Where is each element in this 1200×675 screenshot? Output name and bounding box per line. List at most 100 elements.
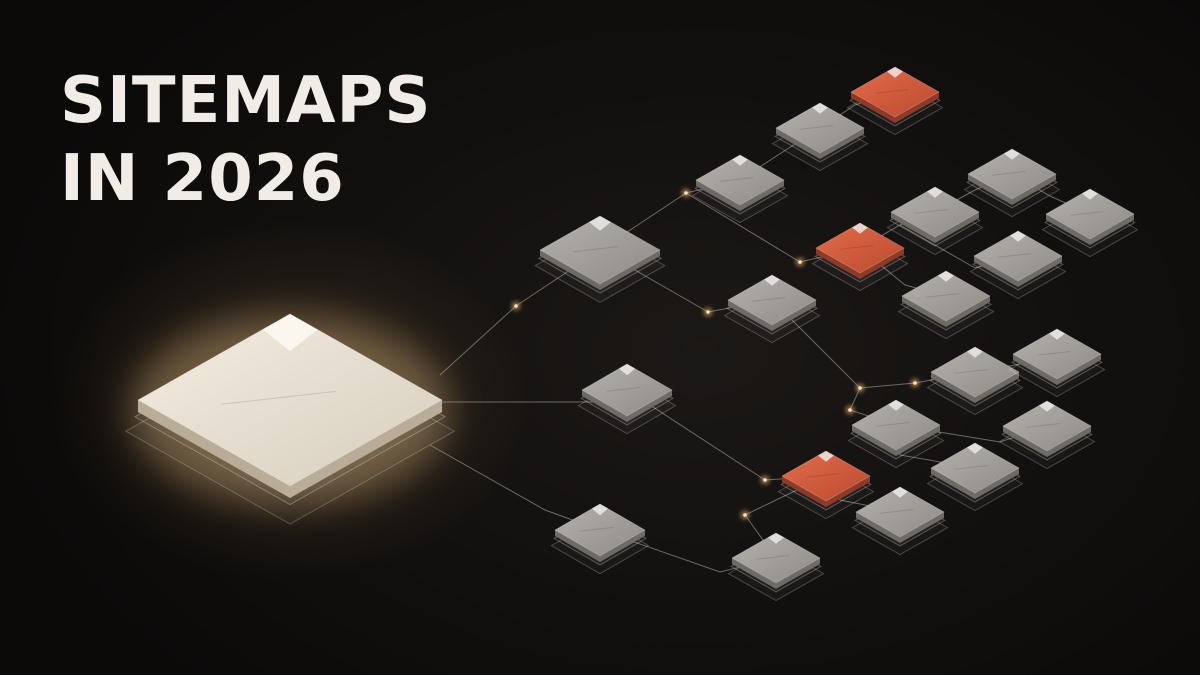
tile-edge xyxy=(931,468,1019,499)
tile-crease xyxy=(1027,423,1061,428)
tile-edge xyxy=(851,92,939,123)
title-line-2: IN 2026 xyxy=(60,142,345,216)
tile-face xyxy=(727,274,817,326)
tile-dog-ear xyxy=(732,155,748,166)
junction-dot xyxy=(743,513,747,517)
junction-dot xyxy=(763,478,767,482)
tile-dog-ear xyxy=(768,533,784,544)
page-tile-icon xyxy=(851,486,949,556)
highlighted-page-icon xyxy=(811,222,909,292)
tile-edge xyxy=(931,372,1019,403)
page-tile-icon xyxy=(926,346,1024,416)
tile-dog-ear xyxy=(262,314,318,352)
tile-edge xyxy=(728,300,816,331)
page-tile-icon xyxy=(897,270,995,340)
tile-face xyxy=(581,363,673,417)
tile-dog-ear xyxy=(967,443,983,454)
page-tile-icon xyxy=(926,442,1024,512)
tile-dog-ear xyxy=(812,103,828,114)
tile-face xyxy=(890,186,980,238)
page-tile-icon xyxy=(1008,328,1106,398)
tile-edge xyxy=(902,296,990,327)
tile-dog-ear xyxy=(852,223,868,234)
tile-face xyxy=(695,154,785,206)
page-tile-icon xyxy=(847,399,945,469)
page-tile-icon xyxy=(998,400,1096,470)
tile-crease xyxy=(955,465,989,470)
tile-face xyxy=(539,215,661,285)
junction-dot xyxy=(514,304,518,308)
tile-crease xyxy=(955,369,989,374)
page-tile-icon xyxy=(550,503,650,575)
tile-edge xyxy=(816,248,904,279)
root-page-icon xyxy=(124,313,456,525)
tile-dog-ear xyxy=(618,364,636,376)
tile-dog-ear xyxy=(1082,189,1098,200)
connector-line xyxy=(429,444,601,531)
page-tile-icon xyxy=(886,186,984,256)
tile-edge xyxy=(856,512,944,543)
highlighted-page-icon xyxy=(846,66,944,136)
junction-dot xyxy=(684,191,688,195)
junction-dot xyxy=(848,408,852,412)
junction-dot xyxy=(858,386,862,390)
page-tile-icon xyxy=(727,532,825,602)
tile-face xyxy=(930,442,1020,494)
tile-dog-ear xyxy=(1049,329,1065,340)
tile-face xyxy=(901,270,991,322)
tile-dog-ear xyxy=(591,504,609,516)
tile-dog-ear xyxy=(818,451,834,462)
tile-edge xyxy=(974,256,1062,287)
tile-face xyxy=(850,66,940,118)
junction-dot xyxy=(913,381,917,385)
tile-crease xyxy=(806,473,840,478)
page-tile-icon xyxy=(691,154,789,224)
tile-crease xyxy=(579,526,614,532)
page-title: SITEMAPS IN 2026 xyxy=(60,62,432,218)
tile-edge xyxy=(968,174,1056,205)
tile-dog-ear xyxy=(1039,401,1055,412)
tile-dog-ear xyxy=(589,216,611,231)
page-tiles xyxy=(124,66,1139,602)
tile-edge xyxy=(696,180,784,211)
tile-dog-ear xyxy=(1004,149,1020,160)
tile-dog-ear xyxy=(888,400,904,411)
page-tile-icon xyxy=(969,230,1067,300)
tile-face xyxy=(855,486,945,538)
tile-crease xyxy=(756,555,790,560)
page-tile-icon xyxy=(577,363,677,435)
page-tile-icon xyxy=(534,215,666,303)
highlighted-page-icon xyxy=(777,450,875,520)
tile-face xyxy=(1012,328,1102,380)
tile-face xyxy=(775,102,865,154)
tile-crease xyxy=(800,125,834,130)
tile-crease xyxy=(1070,211,1104,216)
tile-edge xyxy=(555,530,645,562)
tile-crease xyxy=(992,171,1026,176)
tile-edge xyxy=(1046,214,1134,245)
tile-crease xyxy=(875,89,909,94)
tile-crease xyxy=(880,509,914,514)
tile-edge xyxy=(582,390,672,422)
tile-dog-ear xyxy=(764,275,780,286)
tile-face xyxy=(781,450,871,502)
tile-crease xyxy=(606,386,641,392)
tile-dog-ear xyxy=(927,187,943,198)
tile-face xyxy=(731,532,821,584)
tile-crease xyxy=(926,293,960,298)
tile-face xyxy=(815,222,905,274)
tile-face xyxy=(1045,188,1135,240)
tile-edge xyxy=(891,212,979,243)
tile-crease xyxy=(720,177,754,182)
connector-junctions xyxy=(511,188,920,520)
tile-dog-ear xyxy=(967,347,983,358)
tile-edge xyxy=(852,425,940,456)
page-tile-icon xyxy=(1041,188,1139,258)
page-tile-icon xyxy=(771,102,869,172)
tile-face xyxy=(967,148,1057,200)
tile-crease xyxy=(572,246,619,253)
tile-edge xyxy=(776,128,864,159)
tile-dog-ear xyxy=(1010,231,1026,242)
